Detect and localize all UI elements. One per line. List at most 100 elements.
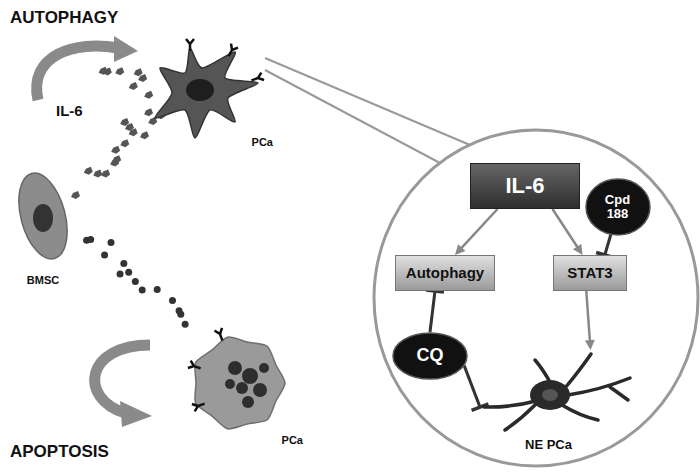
- il6-particle: [71, 191, 80, 199]
- node-text: IL-6: [505, 174, 544, 198]
- receptor-symbol: [215, 328, 227, 342]
- receptor-symbol: [250, 73, 264, 85]
- neurite: [565, 354, 591, 388]
- il6-particle: [111, 146, 120, 154]
- neuroendocrine-cell: NE PCa: [480, 350, 645, 452]
- secreted-particle: [101, 252, 108, 259]
- il6-particle: [112, 155, 121, 163]
- inhibition-connector: [464, 366, 488, 411]
- arrow-head: [573, 244, 583, 255]
- neurite: [505, 405, 535, 430]
- cell-nucleus: [542, 389, 558, 401]
- secreted-particle: [177, 311, 184, 318]
- il6-particle: [129, 82, 138, 90]
- arrow-head: [585, 340, 595, 350]
- apoptotic-body: [259, 363, 269, 373]
- secreted-particle: [182, 321, 189, 328]
- node-text: Cpd 188: [598, 193, 638, 222]
- node-text: NE PCa: [525, 438, 572, 452]
- receptor-symbol: [192, 400, 206, 412]
- node-text: Autophagy: [406, 265, 484, 282]
- secreted-particle: [154, 286, 161, 293]
- stromal-cell: BMSC: [8, 168, 78, 286]
- process-box: STAT3: [553, 255, 627, 291]
- apoptotic-body: [236, 382, 248, 394]
- activation-arrow: [585, 291, 595, 350]
- il6-particle: [134, 68, 143, 76]
- neurite: [568, 378, 630, 395]
- connector-line: [461, 209, 497, 248]
- ellipse-outline: [586, 179, 650, 235]
- il6-particle: [99, 67, 108, 75]
- cell-nucleus: [33, 204, 53, 232]
- il6-particle: [140, 131, 149, 139]
- process-label: APOPTOSIS: [10, 442, 109, 462]
- cancer-cell-shape: [140, 38, 275, 148]
- cell-body: [195, 337, 285, 429]
- receptor-symbol: [225, 44, 238, 58]
- il6-particle: [138, 74, 147, 82]
- secreted-particle: [132, 278, 139, 285]
- activation-arrow: [553, 209, 583, 255]
- node-text: CQ: [417, 346, 444, 366]
- arrow-head: [120, 401, 152, 427]
- apoptotic-cell: PCa: [180, 328, 305, 446]
- il6-particle: [144, 108, 153, 116]
- zoom-line: [265, 58, 470, 145]
- curved-arrow: [37, 46, 118, 100]
- connector-line: [464, 366, 480, 408]
- il6-particle: [129, 128, 138, 136]
- il6-particle: [101, 170, 110, 178]
- neurite: [535, 360, 550, 382]
- inhibition-connector: [426, 290, 444, 332]
- process-box: Autophagy: [395, 255, 495, 291]
- neurite: [562, 405, 598, 420]
- il6-particle: [93, 170, 102, 178]
- cancer-cell: PCa: [140, 38, 275, 148]
- apoptotic-body: [253, 383, 267, 397]
- cytokine-box: IL-6: [470, 163, 580, 209]
- inhibitor-ellipse: CQ: [392, 332, 468, 380]
- node-text: PCa: [252, 136, 273, 148]
- secreted-particle: [169, 297, 176, 304]
- cytokine-label: IL-6: [56, 102, 83, 119]
- connector-line: [586, 291, 590, 341]
- secreted-particle: [120, 260, 127, 267]
- arrow-head: [114, 36, 138, 62]
- receptor-symbol: [188, 361, 202, 373]
- inhibitor-ellipse: Cpd 188: [585, 178, 651, 236]
- cell-nucleus: [186, 79, 214, 101]
- node-text: BMSC: [27, 274, 59, 286]
- connector-line: [430, 291, 435, 332]
- stromal-cell-shape: [8, 168, 78, 286]
- il6-particle: [120, 118, 129, 126]
- neuroendocrine-cell-shape: [480, 350, 645, 452]
- connector-line: [605, 234, 611, 255]
- secreted-particle: [87, 236, 94, 243]
- secreted-particle: [125, 269, 132, 276]
- arrow-head: [455, 244, 465, 255]
- apoptotic-body: [228, 361, 242, 375]
- node-text: STAT3: [567, 265, 612, 282]
- receptor-symbol: [186, 39, 194, 51]
- cell-body: [530, 380, 570, 410]
- secreted-particle: [108, 239, 115, 246]
- zoom-circle: [374, 130, 698, 466]
- apoptotic-cell-shape: [180, 328, 305, 446]
- il6-particle: [84, 167, 93, 175]
- node-text: PCa: [282, 434, 303, 446]
- apoptotic-body: [242, 368, 258, 384]
- il6-particle: [120, 139, 129, 147]
- secreted-particle: [139, 286, 146, 293]
- il6-particle: [144, 91, 153, 99]
- il6-particle: [115, 67, 124, 75]
- apoptotic-body: [225, 379, 235, 389]
- cell-body: [155, 48, 258, 138]
- cell-body: [10, 168, 75, 264]
- ellipse-outline: [393, 333, 467, 379]
- activation-arrow: [455, 209, 498, 255]
- connector-line: [553, 209, 578, 247]
